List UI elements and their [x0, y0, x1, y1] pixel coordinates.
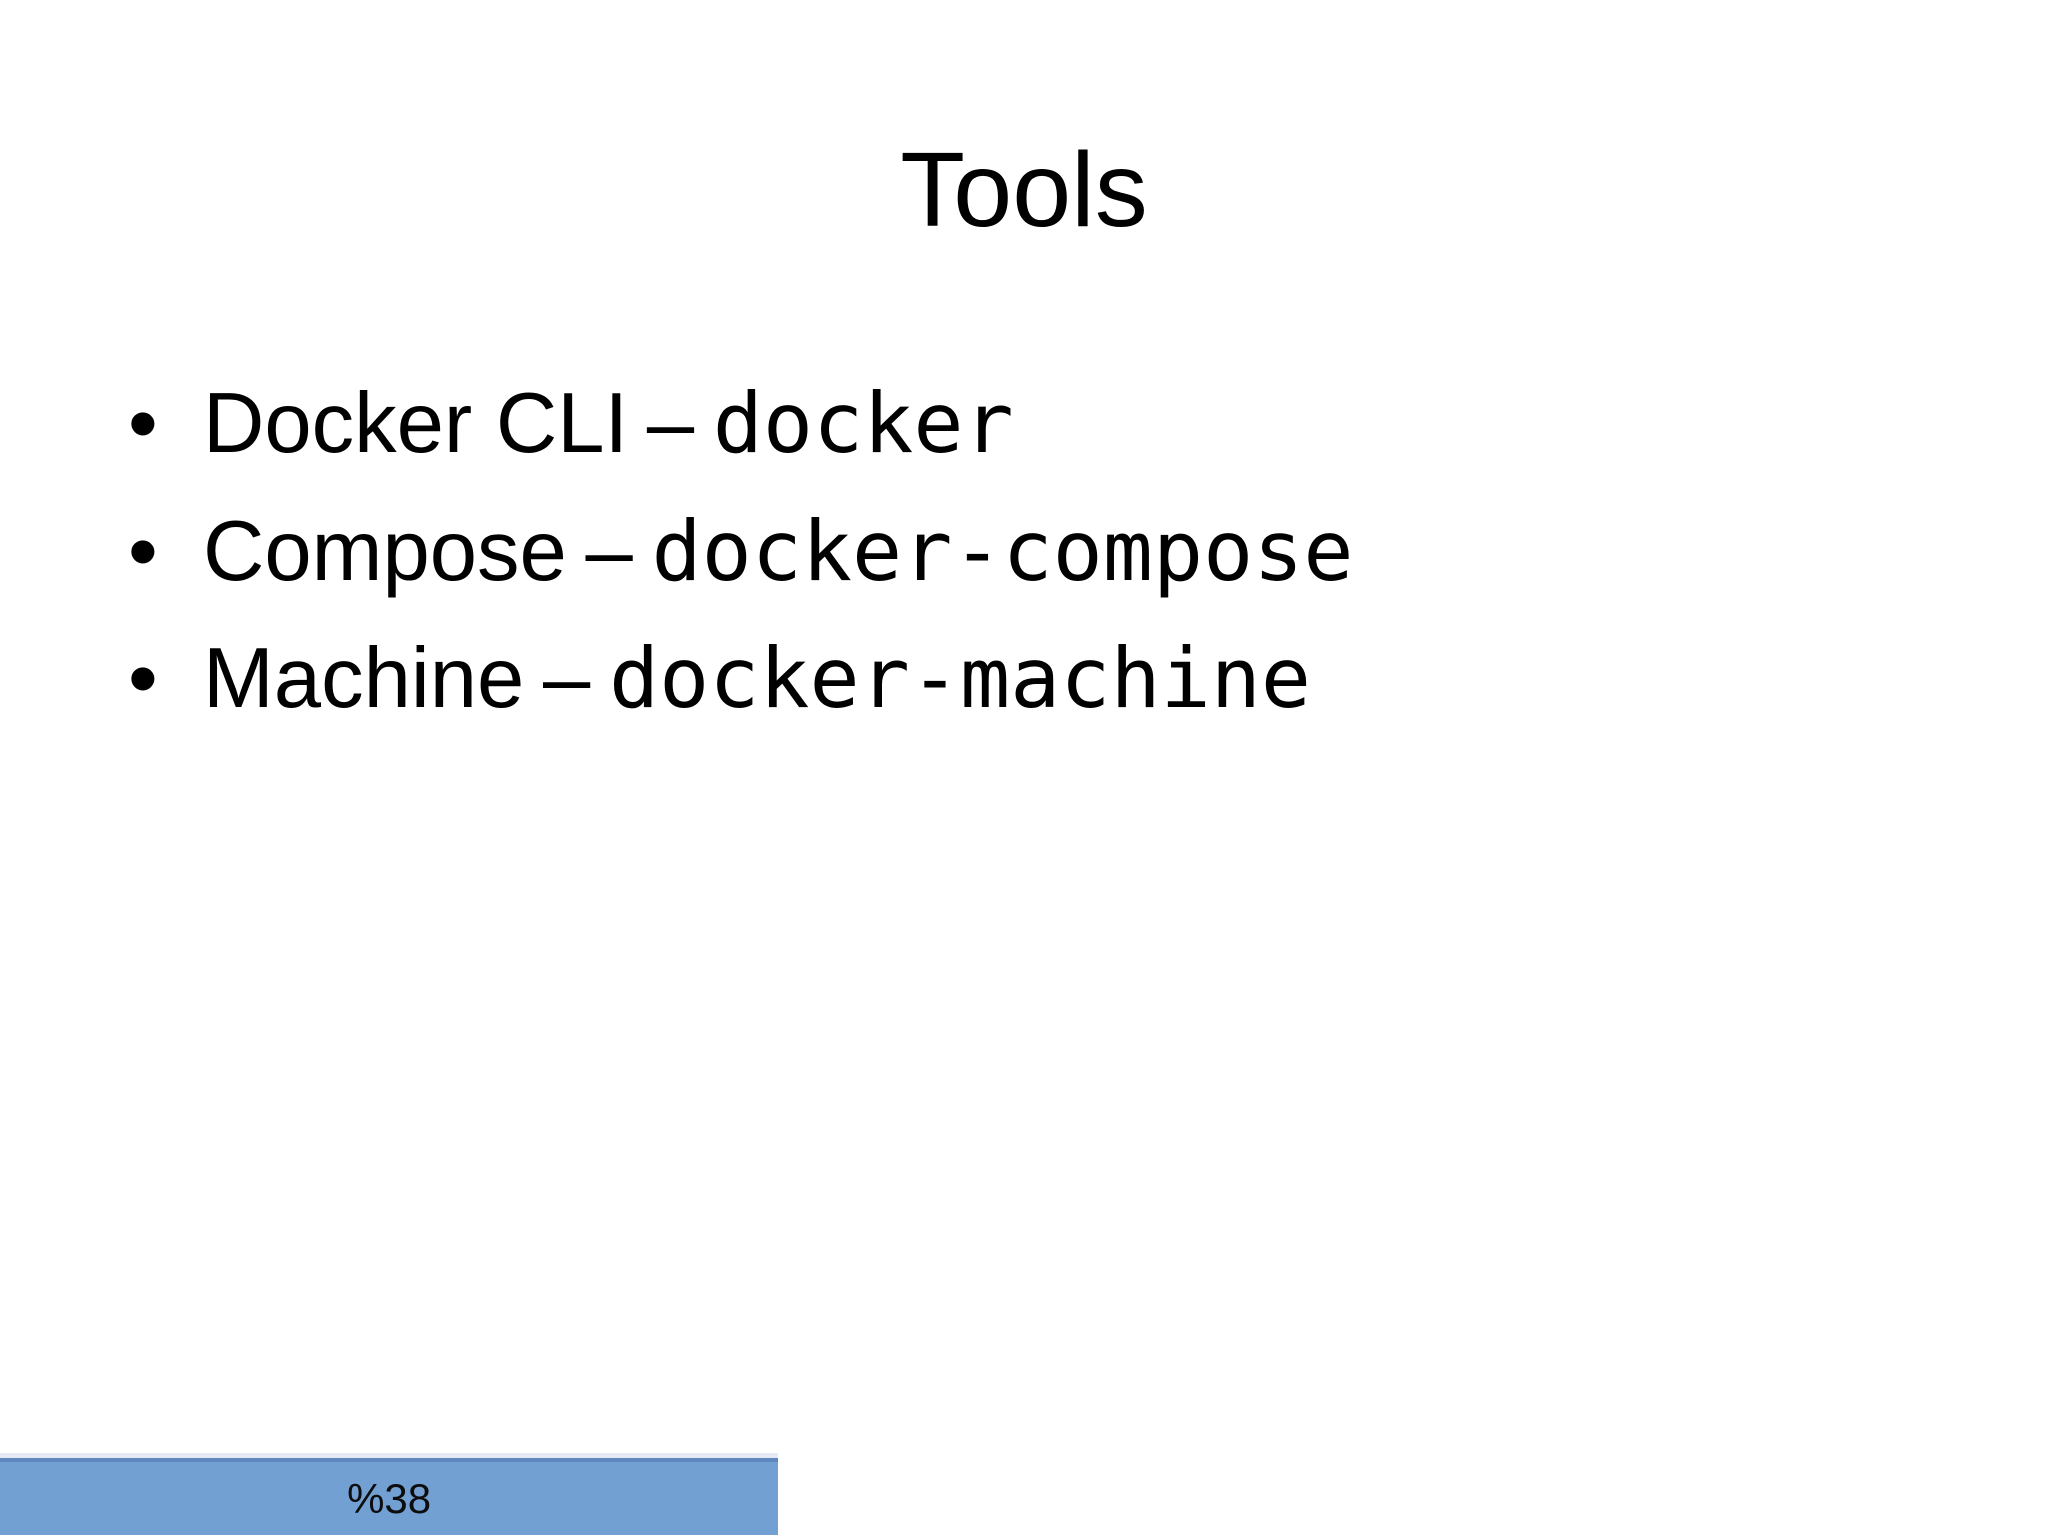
slide-title: Tools [900, 131, 1148, 249]
tool-label: Compose [203, 503, 567, 599]
tool-command: docker-compose [651, 502, 1354, 600]
bullet-icon: • [128, 631, 158, 726]
progress-label: %38 [347, 1474, 432, 1522]
tool-command: docker-machine [608, 630, 1312, 727]
bullet-text: Compose–docker-compose [203, 488, 1354, 616]
list-item-compose: • Compose–docker-compose [128, 488, 1948, 616]
bullet-list: • Docker CLI–docker • Compose–docker-com… [128, 360, 1948, 743]
tool-command: docker [712, 375, 1014, 472]
tool-label: Docker CLI [203, 376, 629, 471]
progress-bar: %38 [0, 1458, 779, 1535]
list-item-machine: • Machine–docker-machine [128, 615, 1948, 743]
dash-separator: – [646, 376, 695, 471]
bullet-icon: • [128, 503, 158, 599]
bullet-text: Machine–docker-machine [203, 615, 1311, 743]
bullet-text: Docker CLI–docker [203, 360, 1014, 488]
bullet-icon: • [128, 376, 158, 471]
dash-separator: – [542, 631, 591, 726]
tool-label: Machine [203, 631, 525, 726]
list-item-docker-cli: • Docker CLI–docker [128, 360, 1948, 488]
dash-separator: – [585, 503, 633, 599]
